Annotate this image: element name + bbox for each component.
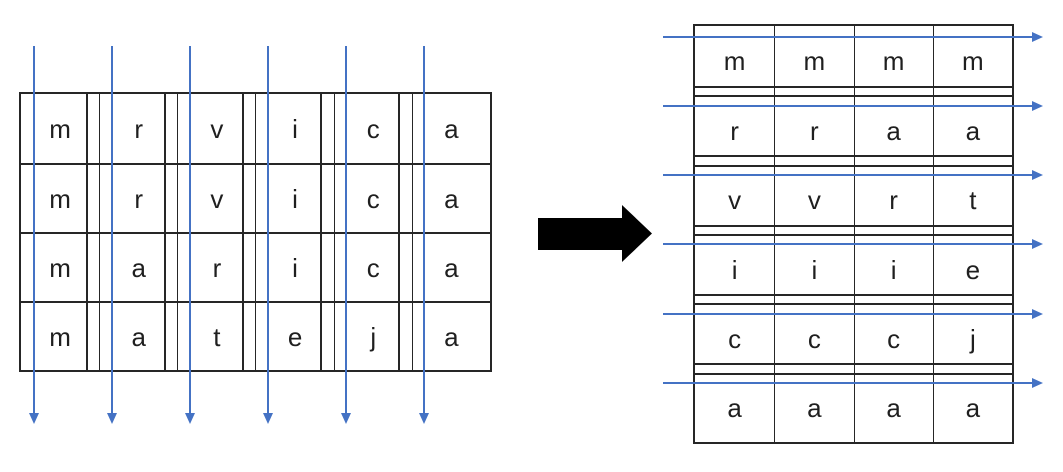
source-cell: v <box>177 163 256 232</box>
source-cell: c <box>333 232 412 301</box>
row-divider-line <box>695 86 1012 88</box>
arrow-shaft <box>663 382 1033 384</box>
arrow-shaft <box>33 46 35 414</box>
result-cell: a <box>853 95 933 165</box>
arrow-head <box>28 413 39 424</box>
result-cell: v <box>695 164 775 234</box>
arrow-shaft <box>189 46 191 414</box>
arrow-head <box>1032 238 1043 249</box>
down-arrow-icon <box>418 46 430 424</box>
source-cell: m <box>21 163 100 232</box>
source-cell: t <box>177 301 256 370</box>
row-divider-line <box>695 363 1012 365</box>
column-divider-line <box>164 94 166 370</box>
result-cell: r <box>695 95 775 164</box>
result-cell: c <box>774 303 854 373</box>
source-cell: c <box>333 163 412 232</box>
result-cell: r <box>853 164 933 234</box>
right-arrow-icon <box>663 238 1043 250</box>
source-cell: v <box>177 94 255 163</box>
right-arrow-icon <box>663 31 1043 43</box>
right-arrow-icon <box>663 169 1043 181</box>
source-cell: a <box>411 301 490 370</box>
result-table: m m m m r r a a v v r t i i i e c c c j … <box>693 24 1014 444</box>
arrow-head <box>1032 31 1043 42</box>
source-cell: a <box>411 232 490 301</box>
result-cell: c <box>695 303 775 372</box>
source-cell: e <box>255 301 334 370</box>
arrow-shaft <box>423 46 425 414</box>
source-cell: r <box>177 232 256 301</box>
result-cell: r <box>774 95 854 165</box>
source-cell: a <box>411 163 490 232</box>
result-cell: m <box>723 45 746 76</box>
result-cell: i <box>695 234 775 303</box>
arrow-shaft <box>111 46 113 414</box>
column-divider-line <box>242 94 244 370</box>
down-arrow-icon <box>184 46 196 424</box>
arrow-shaft <box>345 46 347 414</box>
source-cell: a <box>99 301 178 370</box>
source-cell: j <box>333 301 412 370</box>
down-arrow-icon <box>262 46 274 424</box>
down-arrow-icon <box>340 46 352 424</box>
result-cell: m <box>853 26 933 96</box>
result-cell: v <box>774 164 854 234</box>
source-cell: i <box>255 232 334 301</box>
source-cell: i <box>255 94 333 163</box>
right-arrow-icon <box>663 100 1043 112</box>
arrow-shaft <box>663 313 1033 315</box>
result-table-group: m m m m r r a a v v r t i i i e c c c j … <box>663 24 1043 444</box>
result-cell: m <box>932 26 1012 96</box>
result-cell: j <box>932 303 1012 373</box>
result-cell: m <box>774 26 853 96</box>
down-arrow-icon <box>28 46 40 424</box>
source-cell: m <box>21 301 100 370</box>
row-divider-line <box>695 155 1012 157</box>
arrow-head <box>1032 377 1043 388</box>
arrow-head <box>1032 308 1043 319</box>
column-divider-line <box>320 94 322 370</box>
row-divider-line <box>695 225 1012 227</box>
result-cell: i <box>853 234 933 304</box>
result-cell: i <box>774 234 854 304</box>
source-cell: r <box>99 163 178 232</box>
source-cell: m <box>49 113 71 144</box>
arrow-head <box>184 413 195 424</box>
column-divider-line <box>86 94 88 370</box>
source-table: m r v i c a m r v i c a m a r i c a m a … <box>19 92 492 372</box>
arrow-shaft <box>663 105 1033 107</box>
down-arrow-icon <box>106 46 118 424</box>
arrow-head <box>340 413 351 424</box>
result-cell: a <box>932 95 1012 165</box>
result-cell: e <box>932 234 1012 304</box>
arrow-head <box>1032 100 1043 111</box>
arrow-head <box>1032 169 1043 180</box>
right-arrow-icon <box>663 308 1043 320</box>
arrow-head <box>106 413 117 424</box>
result-cell: a <box>695 372 775 442</box>
column-divider-line <box>398 94 400 370</box>
arrow-head <box>262 413 273 424</box>
source-cell: a <box>411 94 490 163</box>
source-cell: r <box>99 94 177 163</box>
arrow-head <box>418 413 429 424</box>
result-cell: a <box>932 372 1012 442</box>
source-table-group: m r v i c a m r v i c a m a r i c a m a … <box>19 46 492 424</box>
row-divider-line <box>695 294 1012 296</box>
transform-right-arrow-icon <box>538 205 652 262</box>
source-cell: i <box>255 163 334 232</box>
result-cell: t <box>932 164 1012 234</box>
result-cell: a <box>853 372 933 442</box>
arrow-shaft <box>663 36 1033 38</box>
source-cell: c <box>333 94 412 163</box>
arrow-shaft <box>663 243 1033 245</box>
result-cell: a <box>774 372 854 442</box>
arrow-shaft <box>267 46 269 414</box>
source-cell: m <box>21 232 100 301</box>
source-cell: a <box>99 232 178 301</box>
result-cell: c <box>853 303 933 373</box>
right-arrow-icon <box>663 377 1043 389</box>
arrow-shaft <box>663 174 1033 176</box>
